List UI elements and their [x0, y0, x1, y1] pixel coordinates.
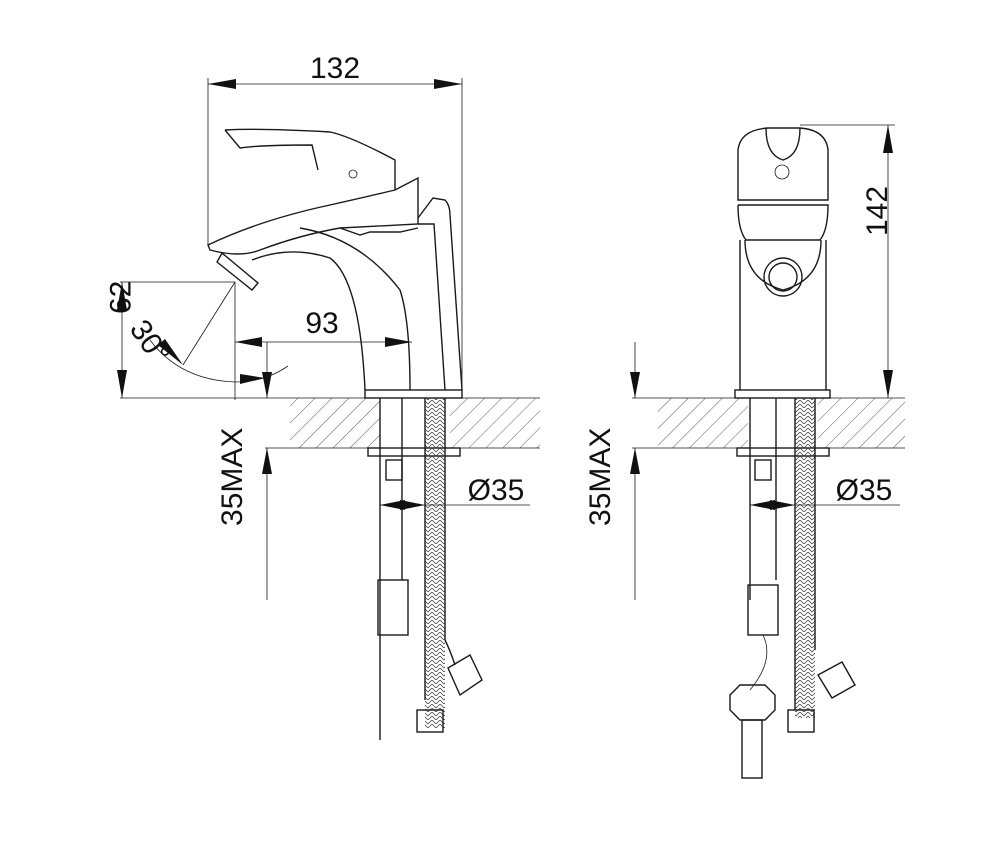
dimension-label-max-thickness: 35MAX — [216, 428, 249, 526]
dimension-diameter-left: Ø35 — [380, 474, 530, 510]
faucet-front-outline — [734, 127, 831, 399]
front-view: 142 35MAX Ø35 — [584, 124, 905, 779]
dimension-35max-right: 35MAX — [584, 342, 640, 600]
dimension-35max-left: 35MAX — [216, 342, 272, 600]
dimension-label-max-thickness: 35MAX — [584, 428, 617, 526]
countertop-section — [632, 397, 905, 449]
side-view: 132 93 62 30° — [104, 52, 540, 740]
faucet-side-outline — [207, 128, 463, 399]
dimension-132: 132 — [207, 52, 463, 390]
dimension-62: 62 — [104, 281, 235, 398]
countertop-section — [120, 397, 540, 449]
dimension-93: 93 — [234, 282, 412, 400]
mounting-hardware-front — [729, 398, 856, 779]
dimension-label-spout-reach: 93 — [305, 307, 338, 340]
dimension-angle-30: 30° — [123, 281, 289, 384]
dimension-label-overall-height: 142 — [861, 186, 894, 236]
mounting-hardware-side — [367, 398, 483, 740]
dimension-label-hole-diameter: Ø35 — [468, 474, 525, 507]
dimension-142: 142 — [800, 124, 895, 398]
dimension-label-spout-height: 62 — [104, 281, 137, 314]
dimension-label-hole-diameter: Ø35 — [836, 474, 893, 507]
dimension-diameter-right: Ø35 — [750, 474, 900, 510]
dimension-label-handle-angle: 30° — [123, 314, 176, 370]
dimension-label-overall-length: 132 — [310, 52, 360, 85]
